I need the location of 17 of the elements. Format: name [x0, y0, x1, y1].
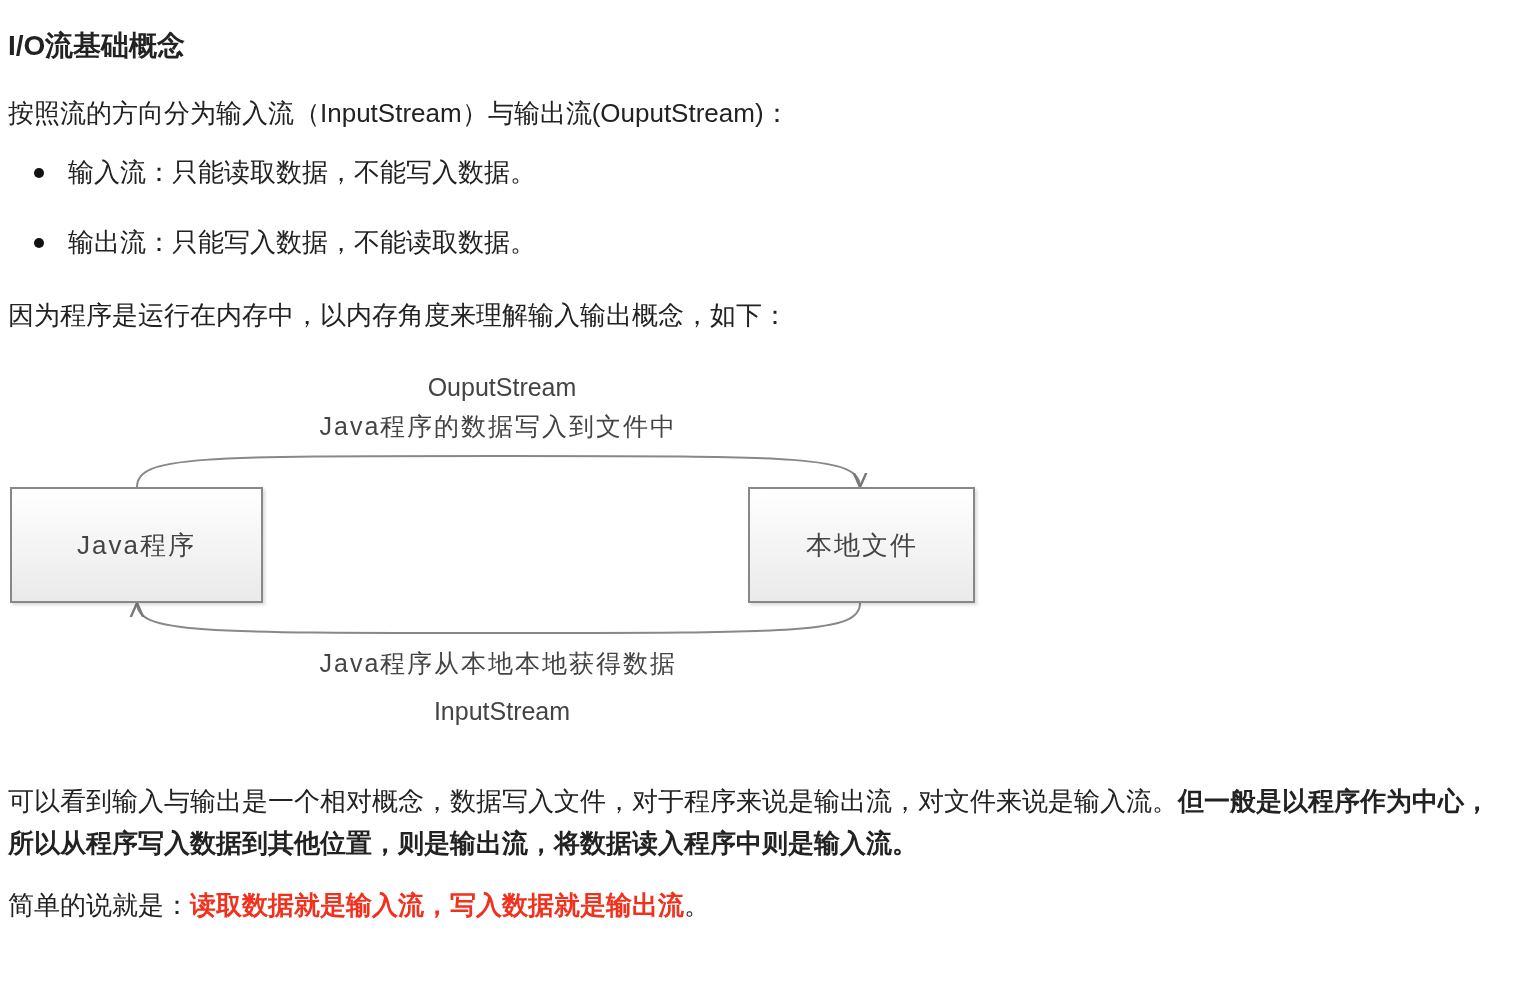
- paragraph: 按照流的方向分为输入流（InputStream）与输出流(OuputStream)：: [8, 97, 791, 130]
- box-label: Java程序: [77, 528, 196, 562]
- edge-label: Java程序的数据写入到文件中: [319, 411, 678, 442]
- heading: I/O流基础概念: [8, 29, 186, 63]
- box-label: 本地文件: [805, 528, 918, 562]
- list-item: 输出流：只能写入数据，不能读取数据。: [68, 226, 536, 259]
- process-box: [10, 487, 263, 603]
- process-box: [748, 487, 975, 603]
- curved-arrow: [136, 455, 865, 489]
- stream-label: OuputStream: [427, 372, 577, 403]
- paragraph: 可以看到输入与输出是一个相对概念，数据写入文件，对于程序来说是输出流，对文件来说是输入流。但一般是以程序作为中心，所以从程序写入数据到其他位置，则是输出流，将数据读入程序中则是输入流。: [8, 785, 1491, 860]
- list-item: 输入流：只能读取数据，不能写入数据。: [68, 156, 536, 189]
- stream-label: InputStream: [433, 696, 571, 727]
- paragraph: 简单的说就是：读取数据就是输入流，写入数据就是输出流。: [8, 889, 711, 922]
- curved-arrow: [132, 601, 861, 634]
- edge-label: Java程序从本地本地获得数据: [319, 648, 678, 679]
- paragraph: 因为程序是运行在内存中，以内存角度来理解输入输出概念，如下：: [8, 299, 789, 332]
